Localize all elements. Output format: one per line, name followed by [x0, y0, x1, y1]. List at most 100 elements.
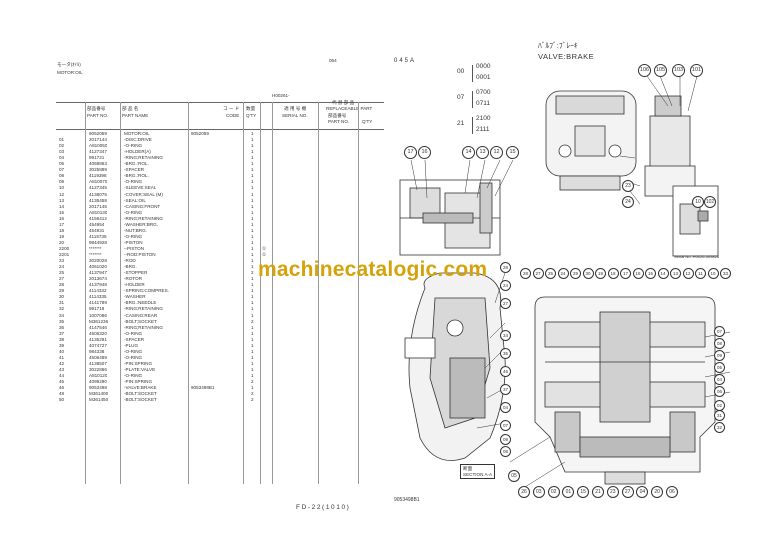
version-idx: 21 — [457, 120, 465, 127]
callout-bubble: 04 — [636, 486, 649, 498]
row-qty: 1 — [251, 360, 254, 366]
row-no: 29 — [59, 288, 65, 294]
col-divider — [260, 102, 261, 484]
callout-bubble: 01 — [562, 486, 575, 498]
row-part-name: -O-RING — [124, 354, 143, 360]
row-no: 32 — [59, 306, 65, 312]
motor-outline — [399, 179, 506, 461]
row-part-name: -RING;RETAINING — [124, 215, 163, 221]
callout-bubble: 17 — [620, 268, 631, 279]
callout-bubble: 12 — [490, 146, 503, 159]
callout-bubble: 06 — [714, 386, 725, 397]
row-part-no: A810050 — [89, 143, 108, 149]
row-no: 38 — [59, 336, 65, 342]
row-mark: ① — [262, 252, 267, 257]
callout-bubble: 16 — [632, 268, 644, 279]
row-part-no: 4127345 — [89, 185, 107, 191]
row-part-name: -CASING:FRONT — [124, 203, 161, 209]
row-no: 03 — [59, 149, 65, 155]
row-qty: 1 — [251, 373, 254, 378]
row-no: 19 — [59, 233, 65, 239]
row-part-no: 3022866 — [89, 366, 107, 372]
row-no: 28 — [59, 282, 65, 288]
row-part-name: -O-RING — [124, 330, 143, 336]
catalog-code: 045A — [394, 58, 417, 64]
serial-note: H00261- — [272, 93, 290, 98]
row-no: 24 — [59, 264, 65, 270]
row-no: 16 — [59, 215, 65, 221]
row-qty: 1 — [251, 276, 254, 282]
row-no: 10 — [59, 185, 65, 191]
row-part-no: 3025889 — [89, 167, 107, 173]
row-no: 45 — [59, 379, 65, 385]
row-part-no: 4114332 — [89, 288, 107, 294]
callout-bubble: 28 — [520, 268, 531, 279]
row-no: 2200 — [59, 245, 70, 251]
callout-bubble: 24 — [500, 280, 511, 291]
row-part-name: -PIN:SPRING — [124, 379, 153, 385]
header-part-no-jp: 部品番号 — [87, 106, 106, 111]
callout-bubble: 09 — [500, 434, 511, 445]
row-qty: 1 — [251, 227, 254, 233]
callout-bubble: 11 — [695, 268, 706, 279]
row-no: 01 — [59, 137, 65, 143]
motor-title: MOTOR:OIL — [57, 70, 83, 75]
row-qty: 2 — [251, 397, 254, 403]
row-part-no: 991721 — [89, 155, 105, 161]
version-a: 2100 — [476, 115, 491, 122]
header-replaceable: REPLACEABLE PART — [326, 106, 373, 111]
row-mark: ① — [262, 245, 267, 251]
row-part-no: M361236 — [89, 318, 109, 324]
row-part-name: -BOLT:SOCKET — [124, 397, 157, 403]
row-qty: 1 — [251, 348, 254, 354]
row-part-no: 4115735 — [89, 233, 107, 239]
callout-bubble: 07 — [714, 326, 725, 337]
callout-bubble: 101 — [690, 64, 703, 77]
header-rep-qty: Q'TY — [362, 119, 373, 124]
row-part-no: 4136458 — [89, 197, 107, 203]
row-qty: 1 — [251, 264, 254, 270]
callout-bubble: 103 — [672, 64, 685, 77]
row-no: 40 — [59, 348, 65, 354]
row-part-no: 454931 — [89, 227, 105, 233]
callout-bubble: 23 — [622, 180, 634, 192]
callout-bubble: 10 — [707, 268, 719, 279]
row-qty: 1 — [251, 306, 254, 312]
row-part-no: 4127347 — [89, 149, 107, 155]
callout-bubble: 24 — [557, 268, 569, 279]
col-divider — [318, 102, 319, 484]
row-no: 20 — [59, 239, 65, 245]
callout-bubble: 03 — [532, 486, 545, 498]
callout-bubble: 05 — [714, 362, 725, 373]
row-part-no: 4074727 — [89, 342, 107, 348]
callout-bubble: 14 — [657, 268, 669, 279]
row-no: 30 — [59, 294, 65, 300]
row-part-name: -O-RING — [124, 143, 143, 149]
callout-bubble: 24 — [622, 196, 634, 208]
row-part-no: 3020028 — [89, 258, 107, 264]
row-no: 18 — [59, 227, 65, 233]
row-no: 23 — [59, 258, 65, 264]
row-part-name: -COVER:SEAL (M) — [124, 191, 163, 197]
row-no: 25 — [59, 270, 65, 276]
row-part-name: -RING;RETAINING — [124, 324, 163, 330]
callout-bubble: 27 — [621, 486, 634, 498]
